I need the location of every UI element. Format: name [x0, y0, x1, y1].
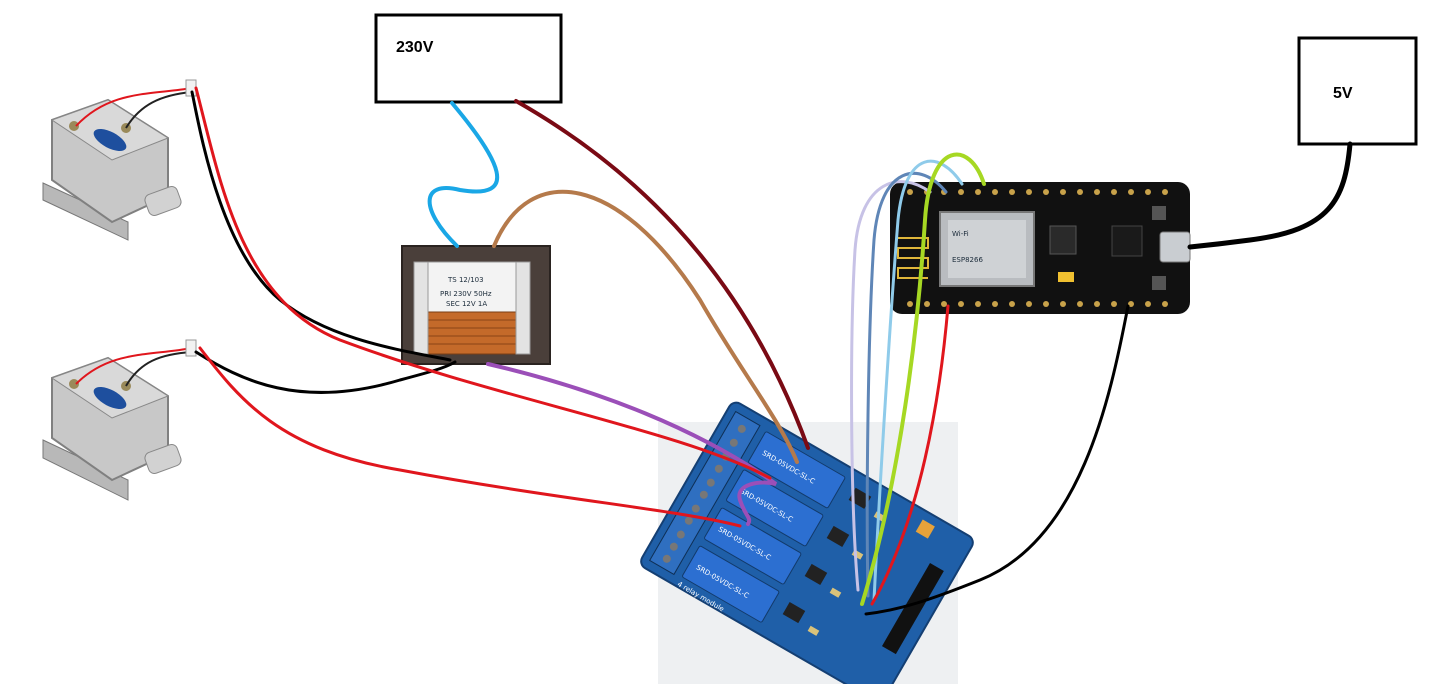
nodemcu-board: Wi-Fi ESP8266 [890, 182, 1191, 314]
wire-solenoid1-red [194, 86, 772, 480]
wire-mains-darkred [514, 99, 810, 450]
svg-text:ESP8266: ESP8266 [952, 256, 983, 264]
wire-signal-lightblue [872, 159, 964, 602]
wires [190, 86, 1353, 616]
svg-text:TS 12/103: TS 12/103 [447, 276, 484, 284]
supply-5v-label: 5V [1333, 85, 1353, 102]
mains-230v-label: 230V [396, 39, 434, 56]
relay-module: SRD-05VDC-SL-C SRD-05VDC-SL-C SRD-05VDC-… [640, 401, 974, 684]
solenoid-lock-1 [42, 79, 197, 241]
wire-power-red [870, 304, 950, 606]
wire-transformer-purple [486, 362, 778, 526]
wire-mains-blue [427, 101, 500, 248]
mains-230v-box: 230V [374, 13, 563, 104]
supply-5v-box: 5V [1297, 36, 1418, 146]
wire-transformer-brown [492, 189, 799, 464]
transformer: TS 12/103 PRI 230V 50Hz SEC 12V 1A [401, 245, 551, 365]
svg-text:Wi-Fi: Wi-Fi [952, 230, 969, 238]
wire-solenoid2-black [194, 350, 457, 394]
solenoid-lock-2 [42, 339, 197, 501]
wire-solenoid2-red [198, 346, 742, 528]
wire-signal-lime [860, 152, 986, 606]
svg-text:PRI 230V 50Hz: PRI 230V 50Hz [440, 290, 492, 298]
wire-usb-black [1187, 141, 1353, 250]
svg-text:SEC 12V 1A: SEC 12V 1A [446, 300, 487, 308]
wire-ground-black [864, 304, 1130, 616]
